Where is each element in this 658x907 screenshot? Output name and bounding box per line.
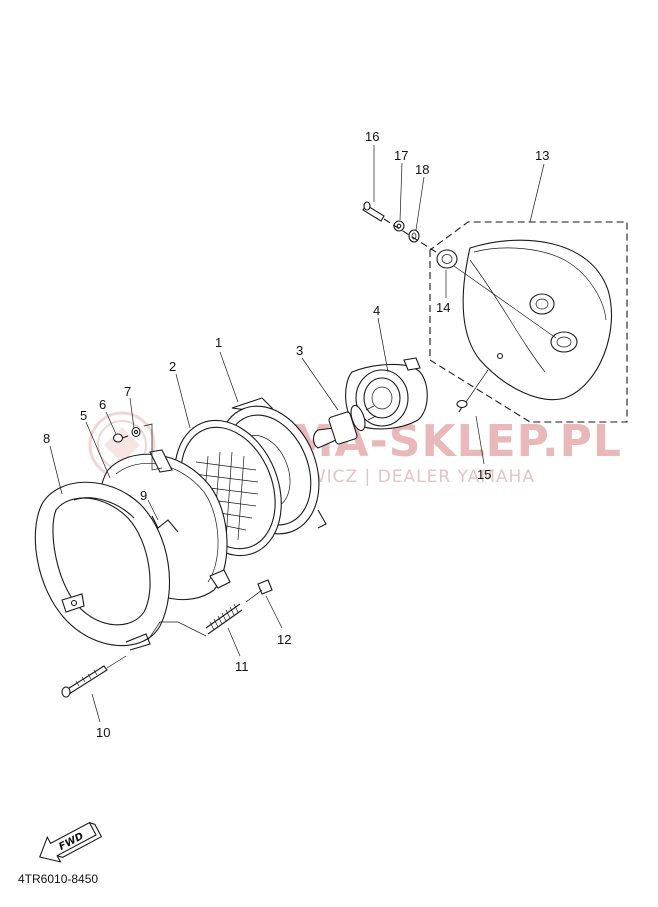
fwd-arrow-icon: FWD bbox=[39, 821, 103, 863]
label-part-17: 17 bbox=[394, 148, 408, 163]
part-15-screw bbox=[456, 369, 489, 413]
label-part-13: 13 bbox=[535, 148, 549, 163]
part-6-screw bbox=[112, 433, 129, 443]
label-part-7: 7 bbox=[124, 384, 131, 399]
label-part-18: 18 bbox=[415, 162, 429, 177]
part-16-bolt bbox=[362, 201, 385, 222]
part-7-nut bbox=[131, 426, 141, 438]
part-number-labels: 1 2 3 4 5 6 7 8 9 10 11 12 13 14 15 16 1… bbox=[43, 129, 549, 740]
label-part-4: 4 bbox=[373, 303, 380, 318]
label-part-10: 10 bbox=[96, 725, 110, 740]
part-10-screw bbox=[61, 655, 127, 698]
part-12-clip bbox=[245, 579, 273, 603]
part-4-bulb-socket bbox=[345, 357, 428, 430]
label-part-8: 8 bbox=[43, 431, 50, 446]
catalog-code: 4TR6010-8450 bbox=[18, 872, 98, 886]
label-part-6: 6 bbox=[99, 397, 106, 412]
part-8-outer-ring bbox=[34, 481, 171, 651]
label-part-12: 12 bbox=[277, 632, 291, 647]
part-14-grommet bbox=[436, 249, 557, 339]
label-part-3: 3 bbox=[296, 343, 303, 358]
leader-lines bbox=[49, 145, 545, 723]
label-part-9: 9 bbox=[140, 488, 147, 503]
part-11-spring bbox=[205, 603, 243, 635]
part-17-washer bbox=[393, 220, 405, 232]
label-part-16: 16 bbox=[365, 129, 379, 144]
part-13-headlight-housing bbox=[429, 221, 628, 423]
label-part-14: 14 bbox=[436, 300, 450, 315]
label-part-1: 1 bbox=[215, 335, 222, 350]
label-part-15: 15 bbox=[477, 467, 491, 482]
part-3-bulb bbox=[312, 404, 377, 449]
label-part-2: 2 bbox=[169, 359, 176, 374]
label-part-5: 5 bbox=[80, 408, 87, 423]
part-9-adjuster-mark bbox=[151, 515, 179, 533]
label-part-11: 11 bbox=[235, 659, 249, 674]
